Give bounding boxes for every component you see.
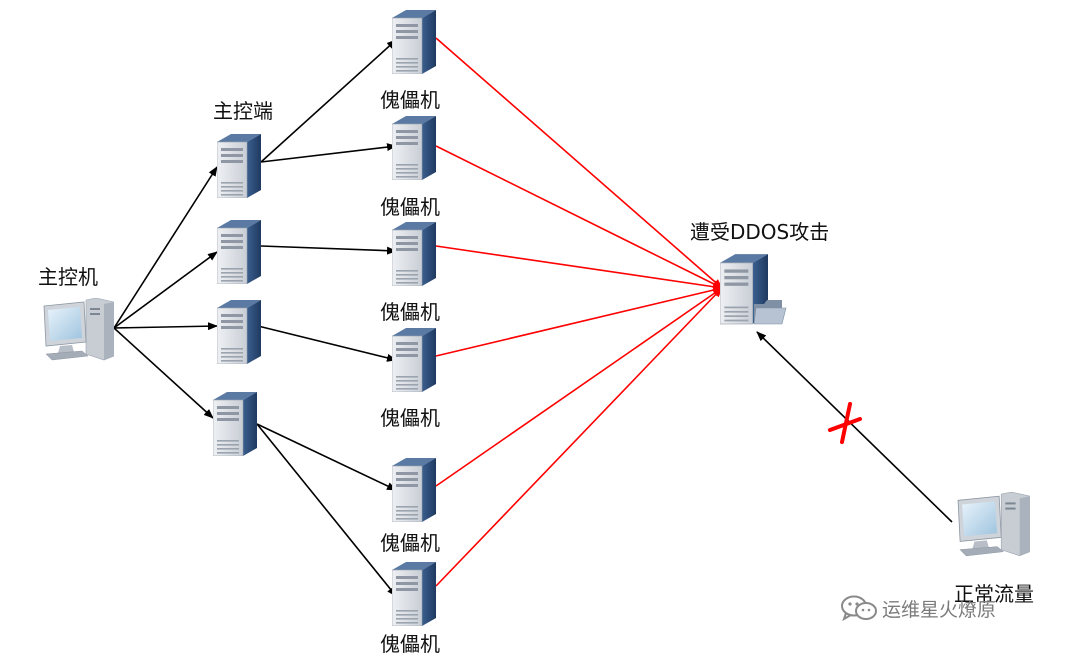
zombie-label: 傀儡机 bbox=[380, 195, 440, 219]
handler-1-server-icon bbox=[217, 133, 261, 198]
handler-label: 主控端 bbox=[213, 99, 273, 123]
watermark-text: 运维星火燎原 bbox=[882, 599, 997, 621]
zombie-4-server-icon bbox=[392, 327, 436, 392]
control-edge-handler-4-to-zombie-5 bbox=[256, 423, 397, 491]
victim-label: 遭受DDOS攻击 bbox=[690, 220, 830, 244]
zombie-6-server-icon bbox=[392, 561, 436, 626]
control-edge-master-to-handler-1 bbox=[113, 166, 218, 329]
zombie-3-server-icon bbox=[392, 221, 436, 286]
victim-server-icon bbox=[720, 253, 787, 325]
blocked-edge-normal-to-victim bbox=[756, 331, 953, 523]
handler-4-server-icon bbox=[213, 391, 257, 456]
zombie-label: 傀儡机 bbox=[380, 300, 440, 324]
zombie-label: 傀儡机 bbox=[380, 632, 440, 656]
control-edge-master-to-handler-2 bbox=[113, 251, 218, 329]
normal-pc-icon bbox=[957, 492, 1030, 557]
wechat-icon bbox=[841, 595, 877, 621]
master-label: 主控机 bbox=[38, 265, 98, 289]
control-edge-master-to-handler-4 bbox=[113, 327, 214, 419]
handler-2-server-icon bbox=[217, 219, 261, 284]
control-edge-handler-1-to-zombie-2 bbox=[260, 143, 397, 163]
control-edge-handler-2-to-zombie-3 bbox=[260, 245, 397, 255]
zombie-1-server-icon bbox=[392, 9, 436, 74]
control-edge-handler-3-to-zombie-4 bbox=[257, 325, 397, 362]
nodes-layer bbox=[43, 9, 1030, 626]
control-edge-handler-4-to-zombie-6 bbox=[256, 423, 397, 597]
normal-traffic-label: 正常流量 bbox=[954, 582, 1034, 606]
attack-edge-zombie-1-to-victim bbox=[435, 37, 723, 289]
zombie-5-server-icon bbox=[392, 457, 436, 522]
blocked-x-mark bbox=[828, 402, 862, 444]
attack-edge-zombie-5-to-victim bbox=[435, 287, 723, 487]
attack-edge-zombie-3-to-victim bbox=[435, 245, 723, 291]
attack-edge-zombie-2-to-victim bbox=[435, 145, 723, 289]
attack-edge-zombie-6-to-victim bbox=[435, 287, 723, 587]
control-edge-master-to-handler-3 bbox=[113, 322, 218, 331]
edges-layer bbox=[113, 37, 953, 597]
zombie-label: 傀儡机 bbox=[380, 88, 440, 112]
zombie-2-server-icon bbox=[392, 115, 436, 180]
handler-3-server-icon bbox=[217, 299, 261, 364]
control-edge-handler-1-to-zombie-1 bbox=[260, 39, 397, 163]
attack-edge-zombie-4-to-victim bbox=[435, 286, 723, 357]
zombie-label: 傀儡机 bbox=[380, 531, 440, 555]
zombie-label: 傀儡机 bbox=[380, 406, 440, 430]
master-pc-icon bbox=[43, 298, 114, 361]
